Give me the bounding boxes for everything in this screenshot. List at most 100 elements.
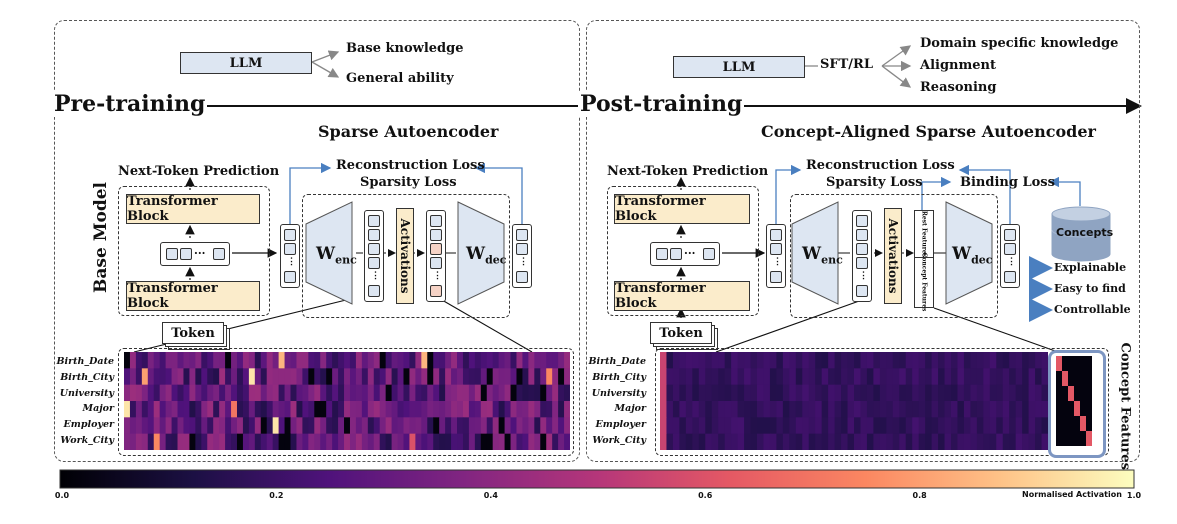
pre-heatmap-cell <box>564 401 570 418</box>
post-heatmap-cell <box>899 417 907 435</box>
pre-heatmap-cell <box>349 384 357 402</box>
pre-heatmap-cell <box>349 368 357 386</box>
pre-heatmap-cell <box>373 417 381 435</box>
post-feature-split: Rest Features Concept Features <box>914 210 934 311</box>
pre-heatmap-cell <box>260 401 268 418</box>
post-heatmap-cell <box>795 368 803 386</box>
pre-heatmap-cell <box>248 352 256 369</box>
post-heatmap-cell <box>808 384 816 402</box>
post-heatmap-cell <box>976 368 984 386</box>
pre-heatmap-cell <box>510 401 517 418</box>
post-heatmap-cell <box>763 401 771 418</box>
pre-heatmap-cell <box>213 368 220 386</box>
pre-heatmap-cell <box>219 433 226 450</box>
post-heatmap-cell <box>918 384 926 402</box>
post-heatmap-cell <box>750 384 758 402</box>
post-heatmap-cell <box>776 433 784 450</box>
post-heatmap-cell <box>666 352 674 369</box>
pre-heatmap-cell <box>231 417 238 435</box>
pre-heatmap-cell <box>552 433 559 450</box>
post-heatmap-cell <box>957 401 965 418</box>
pre-heatmap-cell <box>344 352 351 369</box>
post-heatmap-cell <box>879 417 887 435</box>
post-heatmap-cell <box>828 417 836 435</box>
pre-heatmap-cell <box>528 368 535 386</box>
post-heatmap-cell <box>744 368 752 386</box>
post-heatmap-cell <box>782 352 790 369</box>
post-heatmap-cell <box>970 433 978 450</box>
post-heatmap-cell <box>757 417 764 435</box>
pre-heatmap-cell <box>367 352 375 369</box>
pre-heatmap-cell <box>195 433 202 450</box>
pre-heatmap-cell <box>534 384 541 402</box>
post-heatmap-cell <box>660 368 667 386</box>
pre-heatmap-cell <box>468 384 476 402</box>
post-w-dec-text: W <box>952 244 972 264</box>
post-heatmap-cell <box>841 384 849 402</box>
post-heatmap-cell <box>1002 368 1010 386</box>
pre-heatmap-cell <box>213 384 220 402</box>
pre-heatmap-cell <box>284 368 292 386</box>
post-latent-vector: ⋮ <box>852 210 872 302</box>
pre-heatmap-cell <box>486 352 494 369</box>
concept-heatmap-cell <box>1068 431 1075 446</box>
pre-heatmap-cell <box>302 401 309 418</box>
post-heatmap-cell <box>1022 417 1030 435</box>
pre-heatmap-cell <box>480 384 488 402</box>
post-w-dec-sub: dec <box>971 253 993 267</box>
post-heatmap-cell <box>976 352 984 369</box>
pre-heatmap-cell <box>445 433 452 450</box>
pre-heatmap-cell <box>445 384 452 402</box>
post-heatmap-cell <box>925 352 933 369</box>
post-heatmap-cell <box>660 352 667 369</box>
post-heatmap-cell <box>705 368 713 386</box>
post-heatmap-cell <box>660 433 667 450</box>
concept-heatmap-cell <box>1086 386 1092 402</box>
pre-heatmap-cell <box>231 433 238 450</box>
colorbar-tick: 0.0 <box>54 491 70 500</box>
pre-heatmap-row-label: University <box>59 387 114 399</box>
post-heatmap-cell <box>724 401 732 418</box>
pre-heatmap-cell <box>522 352 529 369</box>
pre-heatmap-cell <box>486 417 494 435</box>
post-heatmap-cell <box>802 417 810 435</box>
post-heatmap-cell <box>983 433 991 450</box>
post-heatmap-row-label: Employer <box>595 419 646 431</box>
pre-heatmap-cell <box>349 352 357 369</box>
pre-heatmap-cell <box>344 417 351 435</box>
pre-heatmap-cell <box>314 417 321 435</box>
post-heatmap-cell <box>931 384 939 402</box>
pre-heatmap-cell <box>201 352 208 369</box>
post-heatmap-cell <box>698 401 706 418</box>
pre-heatmap-cell <box>236 352 244 369</box>
post-heatmap-cell <box>854 368 861 386</box>
pre-heatmap-cell <box>141 401 149 418</box>
post-heatmap-cell <box>1035 384 1043 402</box>
post-heatmap-cell <box>776 368 784 386</box>
pre-heatmap-cell <box>462 417 470 435</box>
post-heatmap-cell <box>692 368 700 386</box>
pre-heatmap-cell <box>355 352 363 369</box>
pre-heatmap-cell <box>195 352 202 369</box>
pre-heatmap-cell <box>153 352 161 369</box>
post-heatmap-cell <box>1041 384 1048 402</box>
pre-heatmap-row-label: Birth_Date <box>56 356 114 367</box>
post-heatmap-cell <box>789 433 797 450</box>
post-heatmap-cell <box>905 384 913 402</box>
pre-heatmap-cell <box>486 401 494 418</box>
post-heatmap-frame <box>655 348 1109 456</box>
pre-heatmap-cell <box>296 384 303 402</box>
post-heatmap-cell <box>925 384 933 402</box>
pre-heatmap-cell <box>165 417 173 435</box>
post-heatmap-cell <box>789 417 797 435</box>
post-heatmap-cell <box>750 368 758 386</box>
post-heatmap-cell <box>938 401 946 418</box>
pre-heatmap-cell <box>564 384 570 402</box>
pre-heatmap-cell <box>558 352 565 369</box>
concept-heatmap-cell <box>1056 416 1063 432</box>
pre-heatmap-cell <box>141 433 149 450</box>
post-heatmap-cell <box>821 352 829 369</box>
pre-heatmap-cell <box>266 417 274 435</box>
concept-heatmap-cell <box>1062 431 1069 446</box>
post-heatmap-cell <box>724 433 732 450</box>
